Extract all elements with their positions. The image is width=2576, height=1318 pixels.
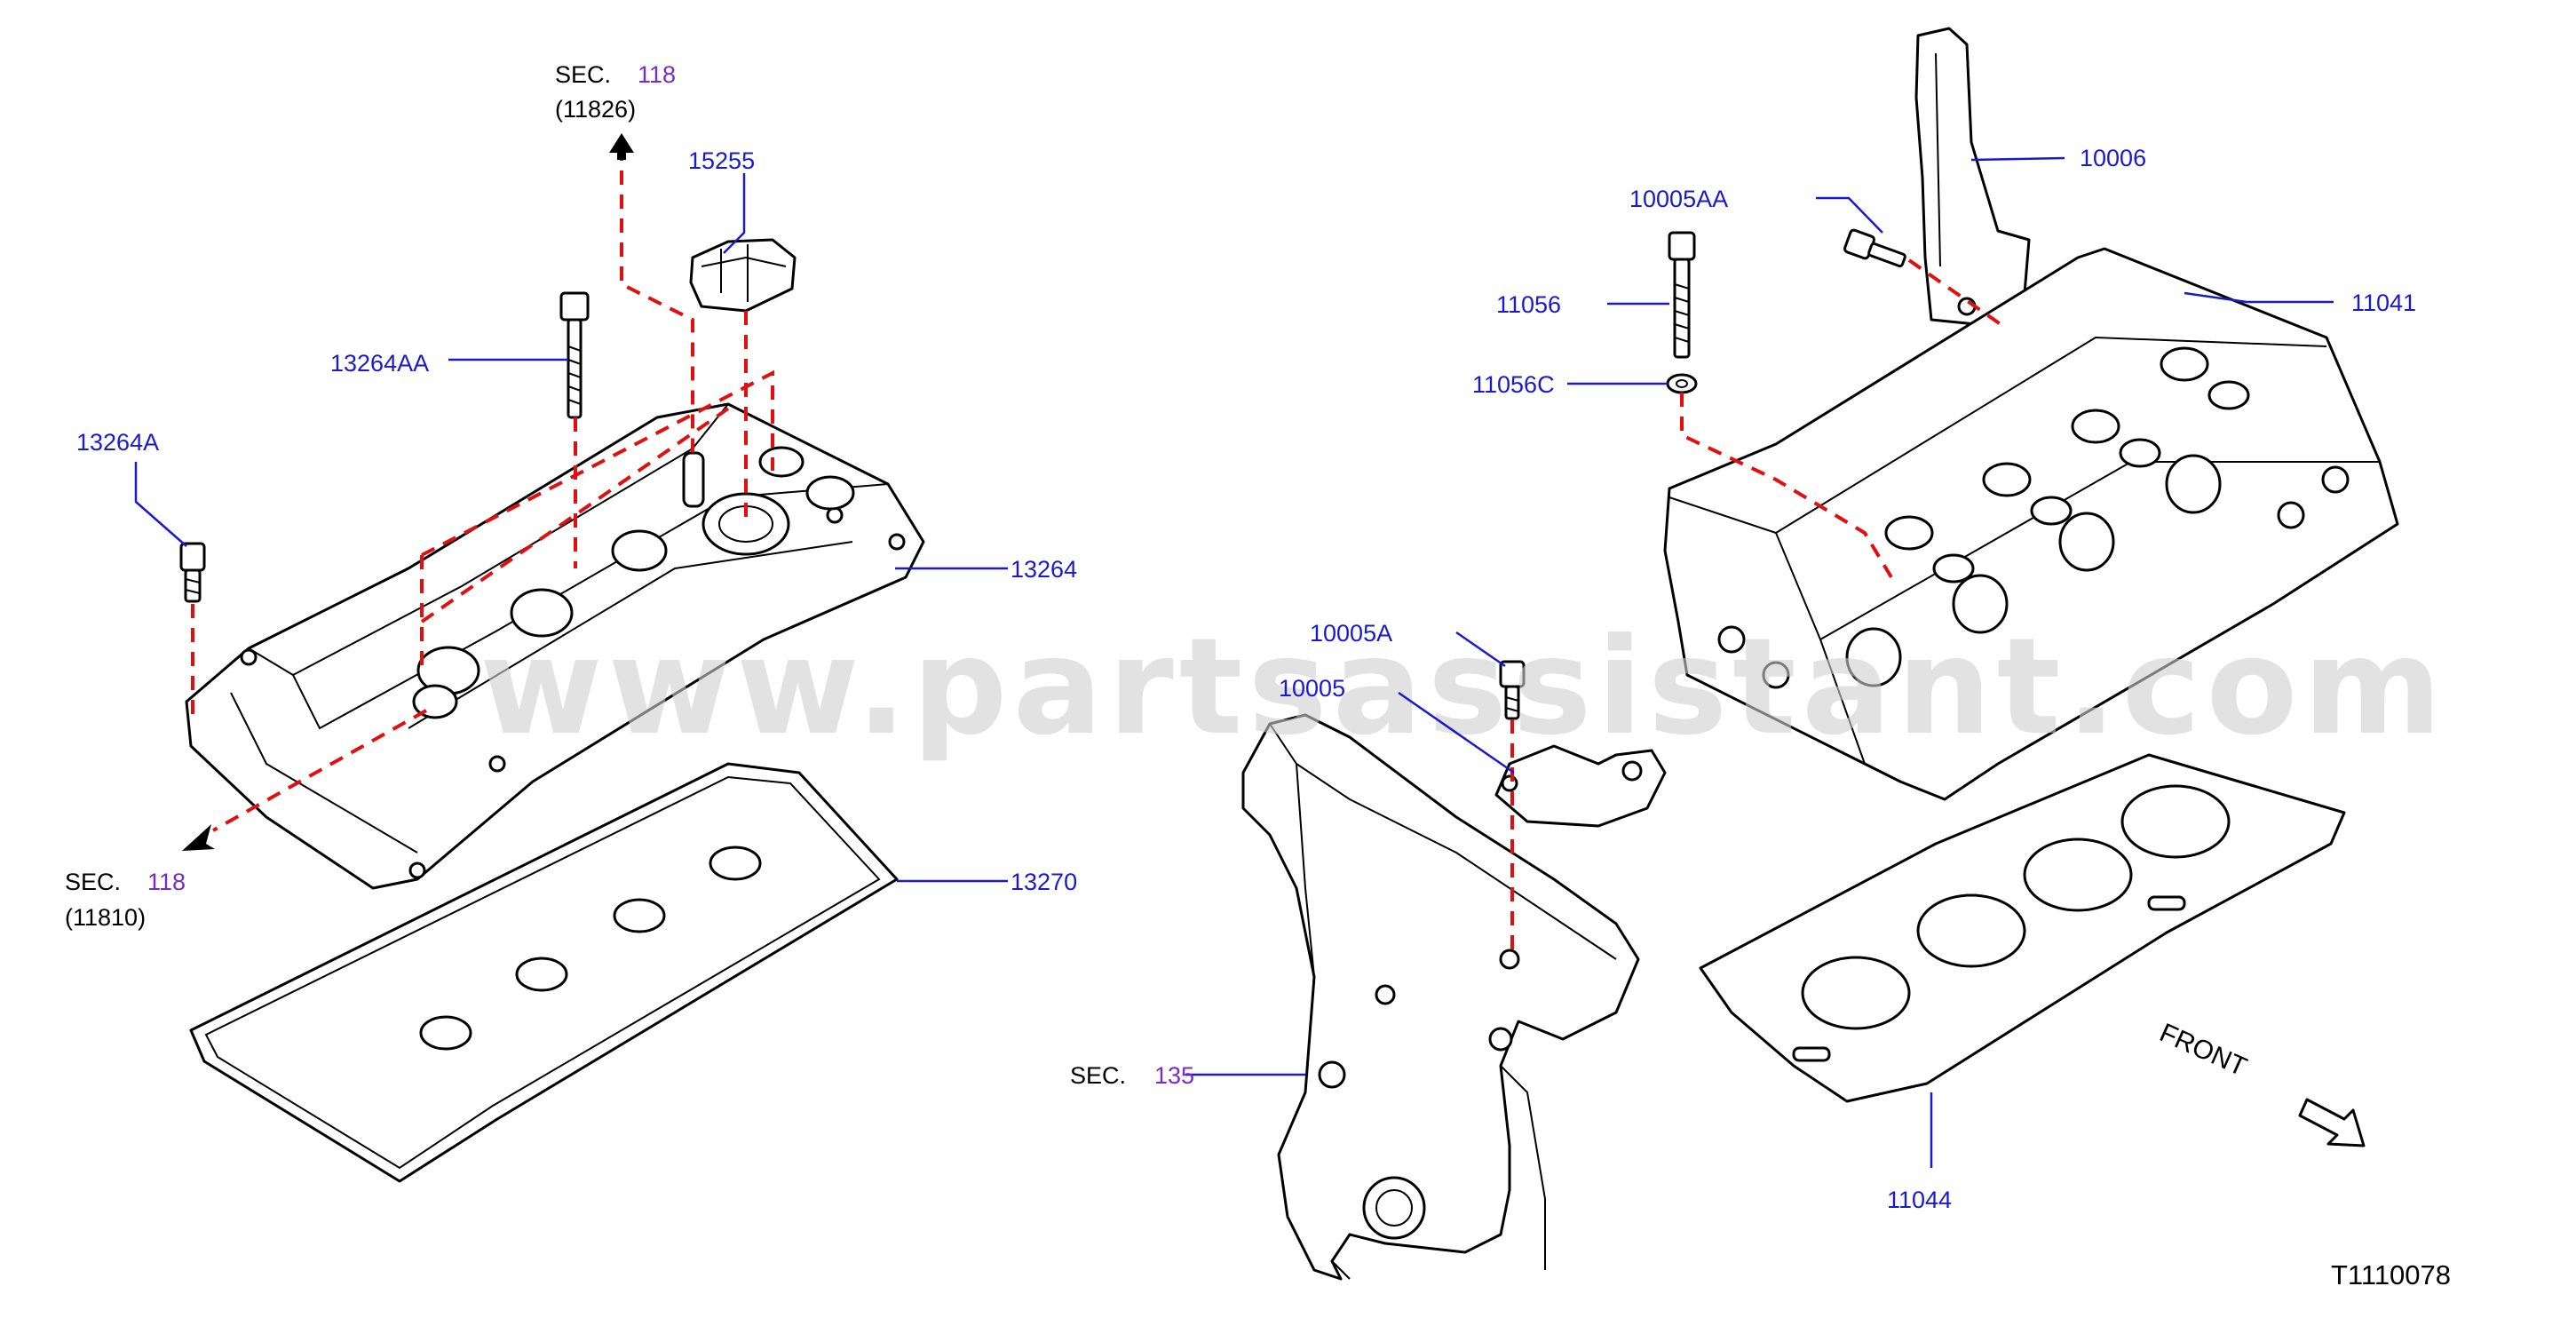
arrow-up bbox=[609, 133, 634, 160]
callout-11056C[interactable]: 11056C bbox=[1472, 371, 1555, 398]
bracket-10005[interactable] bbox=[1494, 744, 1667, 828]
guide-left-sec bbox=[212, 709, 427, 832]
section-ref-top[interactable]: SEC. 118 (11826) bbox=[555, 61, 676, 123]
guide-11056 bbox=[1680, 393, 1893, 579]
guide-top-sec bbox=[620, 147, 694, 462]
washer-11056C[interactable] bbox=[1666, 373, 1698, 394]
front-label: FRONT bbox=[2155, 1018, 2251, 1082]
section-ref-left[interactable]: SEC. 118 (11810) bbox=[65, 869, 186, 931]
callout-10005A[interactable]: 10005A bbox=[1310, 620, 1392, 647]
callout-11044[interactable]: 11044 bbox=[1887, 1187, 1952, 1213]
section-ref-top-number[interactable]: 118 bbox=[638, 61, 676, 88]
arrow-down-left bbox=[182, 824, 215, 851]
callout-10005AA[interactable]: 10005AA bbox=[1629, 186, 1728, 212]
callout-13264AA[interactable]: 13264AA bbox=[330, 350, 429, 377]
callout-13270[interactable]: 13270 bbox=[1011, 869, 1077, 895]
callout-10005[interactable]: 10005 bbox=[1279, 675, 1345, 702]
bolt-10005AA[interactable] bbox=[1843, 228, 1906, 268]
section-ref-left-sub: (11810) bbox=[65, 904, 146, 931]
section-ref-left-label: SEC. bbox=[65, 869, 121, 895]
cylinder-head[interactable] bbox=[1663, 247, 2399, 801]
callout-15255[interactable]: 15255 bbox=[688, 147, 755, 174]
section-ref-bottom[interactable]: SEC. 135 bbox=[1070, 1062, 1194, 1089]
guide-10005AA bbox=[1907, 258, 2009, 330]
callout-10006[interactable]: 10006 bbox=[2080, 145, 2146, 171]
bolt-13264A[interactable] bbox=[179, 542, 206, 603]
section-ref-top-sub: (11826) bbox=[555, 96, 636, 123]
watermark: www.partsassistant.com bbox=[480, 610, 2447, 765]
callout-13264A[interactable]: 13264A bbox=[76, 429, 159, 456]
engine-hanger[interactable] bbox=[1914, 27, 2031, 326]
head-gasket[interactable] bbox=[1699, 753, 2346, 1103]
callout-13264[interactable]: 13264 bbox=[1011, 556, 1077, 583]
rocker-cover[interactable] bbox=[185, 402, 925, 890]
front-cover[interactable] bbox=[1241, 713, 1640, 1281]
section-ref-bottom-number[interactable]: 135 bbox=[1154, 1062, 1194, 1089]
diagram-code: T1110078 bbox=[2331, 1259, 2451, 1290]
section-ref-top-label: SEC. bbox=[555, 61, 611, 88]
bolt-13264AA[interactable] bbox=[559, 291, 590, 419]
front-arrow-icon bbox=[2298, 1098, 2366, 1147]
oil-filler-cap[interactable] bbox=[689, 238, 797, 313]
bolt-10005A[interactable] bbox=[1499, 660, 1526, 720]
section-ref-left-number[interactable]: 118 bbox=[147, 869, 186, 895]
callout-11041[interactable]: 11041 bbox=[2351, 290, 2416, 316]
rocker-cover-gasket[interactable] bbox=[189, 762, 899, 1183]
bolt-11056[interactable] bbox=[1668, 231, 1696, 359]
guide-frame bbox=[420, 369, 774, 675]
leader-lines bbox=[134, 156, 2334, 1168]
callout-11056[interactable]: 11056 bbox=[1496, 291, 1561, 318]
section-ref-bottom-label: SEC. bbox=[1070, 1062, 1126, 1089]
